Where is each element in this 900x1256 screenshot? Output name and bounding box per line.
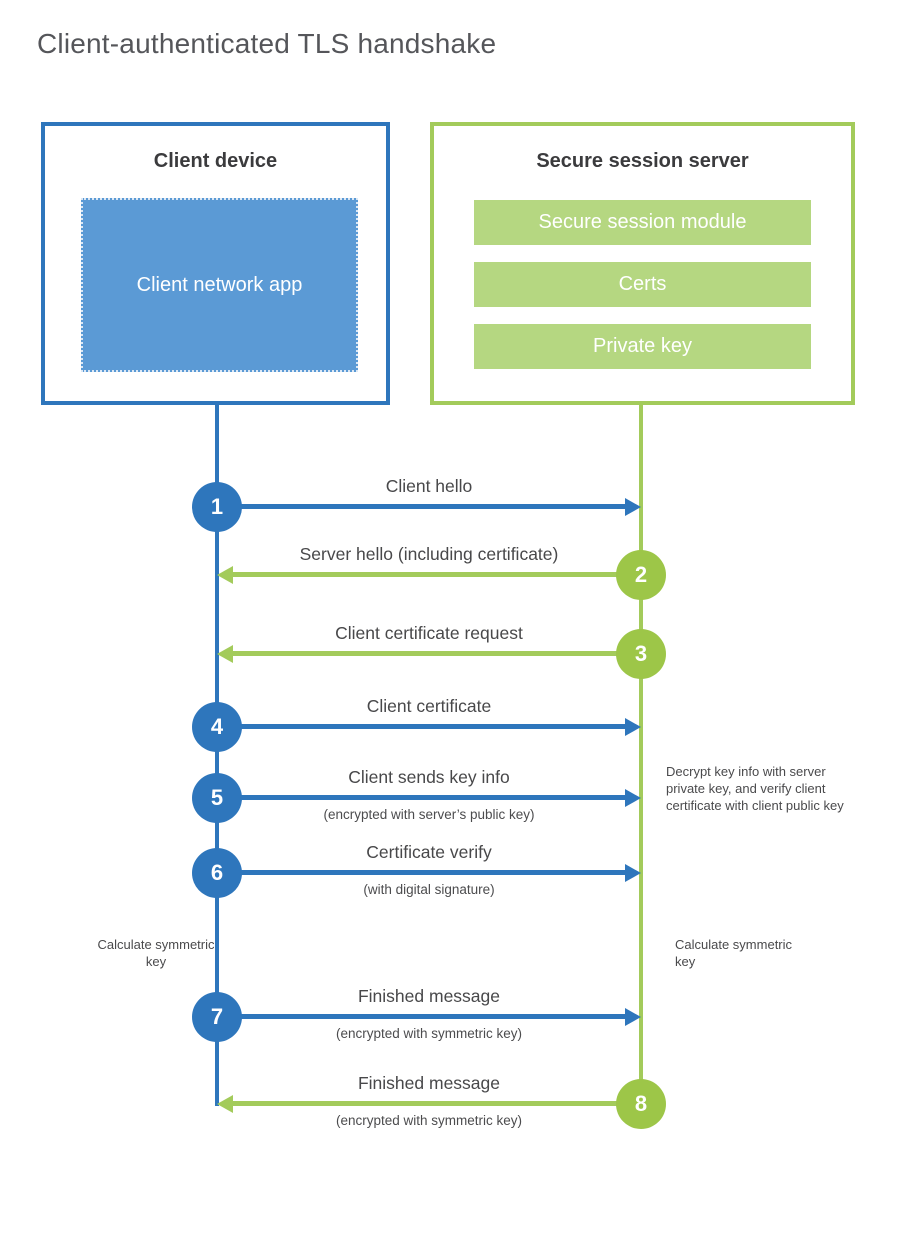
step-8-arrow (233, 1101, 641, 1106)
arrow-right-icon (625, 1008, 641, 1026)
step-5-badge: 5 (192, 773, 242, 823)
step-6-arrow (217, 870, 625, 875)
step-8-label: Finished message (357, 1073, 501, 1093)
arrow-left-icon (217, 566, 233, 584)
arrow-left-icon (217, 645, 233, 663)
client-box-title: Client device (153, 150, 278, 172)
client-network-app-box: Client network app (81, 198, 358, 372)
step-8-badge: 8 (616, 1079, 666, 1129)
server-box-title: Secure session server (536, 150, 749, 172)
step-7-label: Finished message (357, 986, 501, 1006)
step-1-arrow (217, 504, 625, 509)
step-4-label: Client certificate (366, 696, 492, 716)
step-6-badge: 6 (192, 848, 242, 898)
certs-bar: Certs (474, 262, 811, 307)
private-key-bar: Private key (474, 324, 811, 369)
step-2-arrow (233, 572, 641, 577)
step-3-arrow (233, 651, 641, 656)
step-6-label: Certificate verify (366, 842, 492, 862)
arrow-right-icon (625, 864, 641, 882)
calculate-symmetric-key-left: Calculate symmetric key (97, 937, 215, 970)
step-8-sublabel: (encrypted with symmetric key) (335, 1113, 523, 1128)
step-5-label: Client sends key info (348, 767, 510, 787)
arrow-right-icon (625, 718, 641, 736)
arrow-right-icon (625, 789, 641, 807)
step-7-arrow (217, 1014, 625, 1019)
client-network-app-label: Client network app (136, 273, 303, 296)
server-box: Secure session server Secure session mod… (430, 122, 855, 405)
step-3-badge: 3 (616, 629, 666, 679)
step-3-label: Client certificate request (335, 623, 523, 643)
step-2-label: Server hello (including certificate) (299, 544, 559, 564)
server-lifeline (639, 405, 643, 1105)
step-1-label: Client hello (385, 476, 473, 496)
step-4-arrow (217, 724, 625, 729)
secure-session-module-bar: Secure session module (474, 200, 811, 245)
step-1-badge: 1 (192, 482, 242, 532)
step-5-arrow (217, 795, 625, 800)
step-7-badge: 7 (192, 992, 242, 1042)
step-4-badge: 4 (192, 702, 242, 752)
step-7-sublabel: (encrypted with symmetric key) (335, 1026, 523, 1041)
arrow-right-icon (625, 498, 641, 516)
page-title: Client-authenticated TLS handshake (37, 28, 497, 59)
step-2-badge: 2 (616, 550, 666, 600)
calculate-symmetric-key-right: Calculate symmetric key (675, 937, 793, 970)
decrypt-key-note: Decrypt key info with server private key… (666, 764, 844, 814)
client-lifeline (215, 405, 219, 1106)
arrow-left-icon (217, 1095, 233, 1113)
step-5-sublabel: (encrypted with server’s public key) (323, 807, 535, 822)
client-device-box: Client device Client network app (41, 122, 390, 405)
step-6-sublabel: (with digital signature) (363, 882, 495, 897)
